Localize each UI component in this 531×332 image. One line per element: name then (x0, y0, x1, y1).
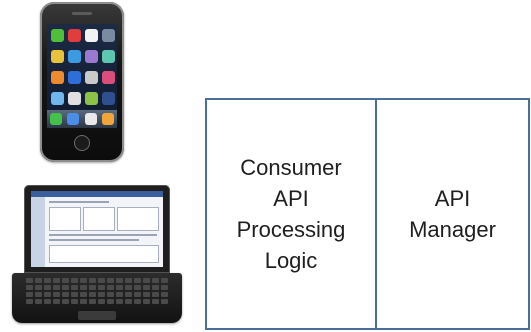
keyboard-key (53, 285, 60, 290)
keyboard-key (116, 285, 123, 290)
keyboard-key (98, 299, 105, 304)
keyboard-key (26, 278, 33, 283)
keyboard-key (152, 292, 159, 297)
keyboard-key (116, 292, 123, 297)
keyboard-key (62, 292, 69, 297)
keyboard-key (107, 278, 114, 283)
keyboard-key (107, 299, 114, 304)
laptop-keyboard-base (12, 273, 182, 323)
keyboard-key (116, 299, 123, 304)
keyboard-key (89, 285, 96, 290)
keyboard-key (71, 292, 78, 297)
keyboard-key (44, 299, 51, 304)
keyboard-key (143, 285, 150, 290)
keyboard-key (80, 278, 87, 283)
keyboard-key (107, 285, 114, 290)
keyboard-key (80, 292, 87, 297)
keyboard-key (44, 278, 51, 283)
phone-dock (47, 110, 117, 128)
keyboard-key (161, 299, 168, 304)
keyboard-key (35, 299, 42, 304)
laptop-screen (31, 191, 163, 267)
keyboard-key (134, 278, 141, 283)
laptop-touchpad (78, 311, 116, 320)
keyboard-key (161, 285, 168, 290)
keyboard-key (80, 285, 87, 290)
smartphone-icon (40, 2, 124, 162)
keyboard-key (26, 285, 33, 290)
keyboard-key (98, 292, 105, 297)
keyboard-key (80, 299, 87, 304)
consumer-api-processing-logic-box: Consumer API Processing Logic (205, 98, 377, 330)
keyboard-key (161, 278, 168, 283)
keyboard-key (143, 292, 150, 297)
keyboard-key (71, 299, 78, 304)
keyboard-key (62, 299, 69, 304)
keyboard-key (53, 292, 60, 297)
keyboard-key (26, 292, 33, 297)
keyboard-key (152, 285, 159, 290)
keyboard-key (125, 299, 132, 304)
keyboard-key (71, 285, 78, 290)
keyboard-key (26, 299, 33, 304)
keyboard-key (89, 278, 96, 283)
keyboard-key (89, 292, 96, 297)
keyboard-key (89, 299, 96, 304)
keyboard-key (116, 278, 123, 283)
keyboard-key (98, 278, 105, 283)
keyboard-key (62, 278, 69, 283)
keyboard-key (44, 285, 51, 290)
keyboard-key (35, 278, 42, 283)
keyboard-key (134, 285, 141, 290)
api-manager-box: API Manager (375, 98, 530, 330)
keyboard-key (35, 285, 42, 290)
phone-home-button (74, 135, 90, 151)
keyboard-key (71, 278, 78, 283)
keyboard-key (35, 292, 42, 297)
keyboard-key (143, 278, 150, 283)
consumer-box-label: Consumer API Processing Logic (236, 155, 346, 273)
keyboard-key (125, 278, 132, 283)
keyboard-key (98, 285, 105, 290)
keyboard-key (143, 299, 150, 304)
keyboard-key (107, 292, 114, 297)
keyboard-key (134, 299, 141, 304)
keyboard-key (125, 292, 132, 297)
keyboard-key (53, 278, 60, 283)
keyboard-key (161, 292, 168, 297)
laptop-icon (24, 185, 170, 273)
keyboard-key (152, 299, 159, 304)
keyboard-key (125, 285, 132, 290)
keyboard-key (152, 278, 159, 283)
keyboard-key (44, 292, 51, 297)
keyboard-key (53, 299, 60, 304)
manager-box-label: API Manager (409, 186, 496, 242)
keyboard-key (62, 285, 69, 290)
phone-speaker (72, 12, 92, 15)
laptop-keyboard (26, 278, 168, 308)
keyboard-key (134, 292, 141, 297)
